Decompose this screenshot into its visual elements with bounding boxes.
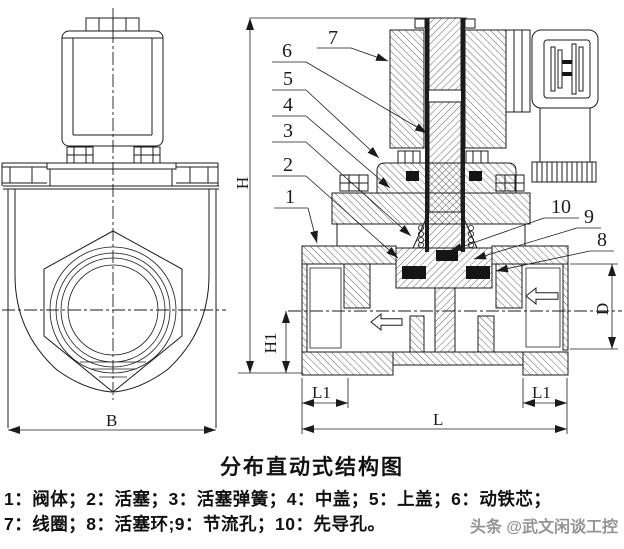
dimension-D: D	[570, 264, 618, 349]
callout-2: 2	[272, 154, 398, 258]
cover-seal-left	[406, 171, 419, 181]
connector-knurled-nut	[532, 162, 596, 182]
svg-text:7: 7	[328, 27, 338, 49]
callout-7: 7	[317, 27, 388, 61]
coil-right-section	[465, 30, 506, 148]
dimension-H1: H1	[261, 311, 290, 373]
dim-l1-right-label: L1	[532, 383, 551, 402]
guide-tube-wall-right	[461, 18, 465, 252]
mid-cover-bolt-right	[496, 175, 524, 191]
mid-cover	[332, 193, 530, 224]
watermark: 头条 @武文闲谈工控	[469, 519, 618, 536]
callout-5: 5	[272, 68, 379, 158]
cover-seal-right	[469, 171, 482, 181]
connector-body	[540, 108, 590, 162]
svg-text:3: 3	[283, 120, 293, 142]
mounting-plate	[47, 163, 176, 169]
valve-body-silhouette	[8, 189, 216, 428]
figure-title: 分布直动式结构图	[220, 456, 404, 479]
legend-line-1: 1：阀体；2：活塞；3：活塞弹簧；4：中盖；5：上盖；6：动铁芯；	[4, 489, 552, 509]
guide-tube-wall-left	[425, 18, 429, 252]
dimension-L1-right: L1	[523, 378, 567, 434]
left-view-side-elevation: B	[2, 8, 226, 434]
svg-text:8: 8	[597, 229, 607, 251]
dim-h1-label: H1	[261, 333, 280, 354]
callout-6: 6	[272, 40, 427, 133]
right-port-thread	[526, 268, 560, 347]
hex-port-boss	[44, 231, 182, 392]
dimension-L: L	[302, 410, 567, 433]
svg-text:2: 2	[283, 154, 293, 176]
mounting-hex-nuts	[67, 147, 160, 163]
section-view: H H1	[233, 18, 622, 434]
upper-body-block	[50, 169, 172, 186]
coil-housing-side	[62, 31, 163, 146]
callout-1: 1	[274, 186, 318, 243]
port-chamfer-chords	[80, 362, 146, 377]
upper-cover	[377, 163, 516, 193]
left-port-thread	[310, 268, 341, 348]
electrical-connector	[532, 30, 598, 182]
callout-4: 4	[272, 94, 390, 188]
piston-spring-right	[468, 225, 473, 247]
dim-l1-left-label: L1	[312, 383, 331, 402]
piston-spring-left	[418, 225, 423, 247]
callouts: 7 6 5 4 3	[272, 27, 614, 273]
legend-line-2: 7：线圈；8：活塞环;9：节流孔；10：先导孔。	[4, 514, 386, 534]
dimension-B: B	[8, 411, 216, 434]
tube-tab-left	[415, 19, 425, 28]
coil-top-nut	[86, 18, 139, 31]
dim-l-label: L	[433, 410, 443, 429]
dim-h-label: H	[233, 177, 252, 189]
piston-stem	[435, 288, 455, 352]
svg-text:9: 9	[584, 206, 594, 228]
flow-arrow-left-port	[371, 314, 402, 330]
callout-10: 10	[450, 196, 579, 251]
callout-8: 8	[496, 229, 614, 273]
dim-b-label: B	[106, 411, 117, 430]
piston-ring-right	[466, 266, 490, 279]
svg-text:4: 4	[283, 94, 293, 116]
svg-text:1: 1	[285, 186, 295, 208]
upper-cover-nuts	[398, 151, 488, 163]
callout-9: 9	[474, 206, 601, 259]
tube-tab-right	[465, 19, 475, 28]
left-wing-bolt	[2, 163, 47, 186]
flow-arrow-right-port	[526, 288, 558, 304]
technical-drawing-canvas: B H H1	[0, 0, 624, 434]
svg-text:10: 10	[551, 196, 571, 218]
svg-text:5: 5	[283, 68, 293, 90]
callout-3: 3	[272, 120, 411, 236]
coil-lamination-band	[506, 30, 530, 112]
right-wing-bolt	[176, 163, 218, 186]
pilot-seal	[436, 250, 458, 261]
coil-left-section	[390, 30, 424, 148]
piston-ring-left	[402, 266, 426, 279]
mid-cover-bolt-left	[340, 175, 368, 191]
fixed-core-plug	[429, 18, 461, 90]
dimension-L1-left: L1	[302, 378, 348, 434]
connector-terminal-icon	[551, 44, 583, 94]
dim-d-label: D	[593, 303, 612, 315]
svg-text:6: 6	[282, 40, 292, 62]
